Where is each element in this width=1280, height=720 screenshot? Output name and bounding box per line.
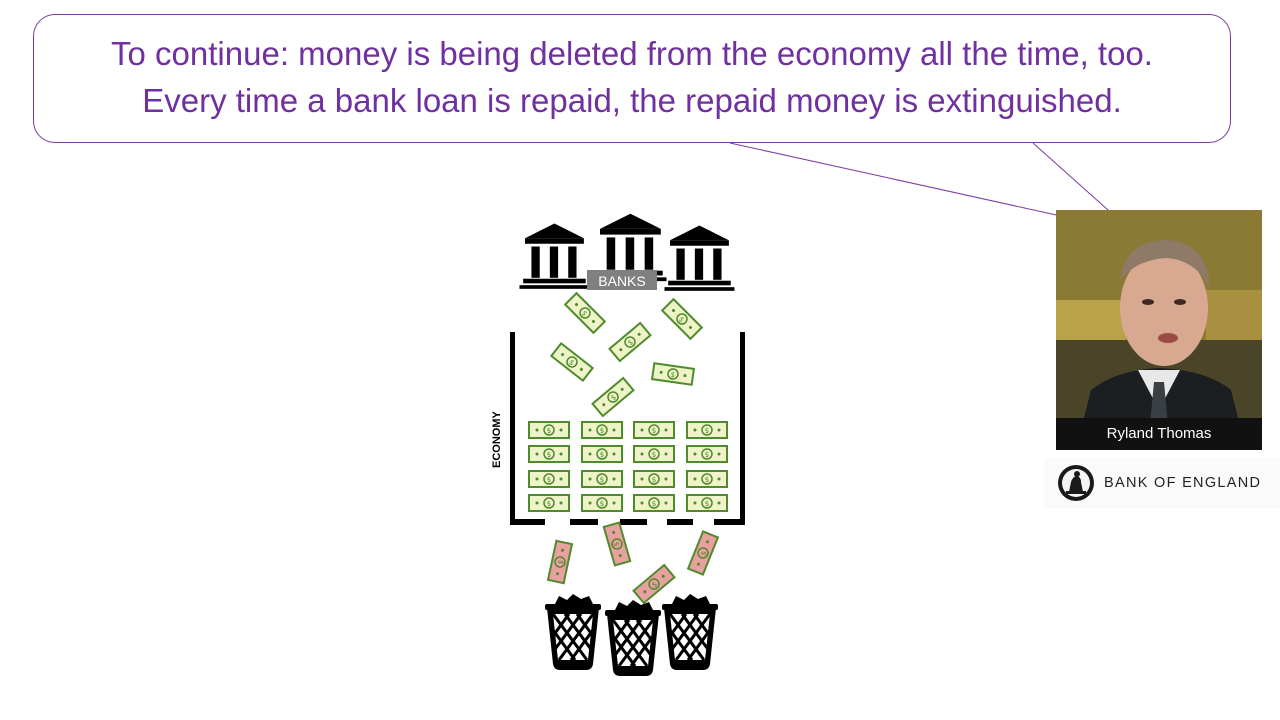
money-note — [651, 362, 695, 386]
economy-money-stack — [528, 421, 728, 512]
economy-label: ECONOMY — [491, 411, 503, 469]
presenter-name: Ryland Thomas — [1056, 418, 1262, 450]
bank-icon-right — [664, 225, 735, 291]
repaid-money-note — [602, 521, 632, 567]
presenter-portrait — [1056, 210, 1262, 450]
trash-bin-icon — [660, 592, 720, 672]
banks-label: BANKS — [598, 273, 645, 289]
britannia-emblem-icon — [1058, 465, 1094, 501]
speech-bubble: To continue: money is being deleted from… — [33, 14, 1231, 143]
money-note — [564, 292, 606, 334]
money-note — [550, 342, 594, 382]
presenter-video: Ryland Thomas — [1056, 210, 1262, 450]
bank-of-england-logo: BANK OF ENGLAND — [1044, 458, 1280, 508]
trash-bin-icon — [603, 598, 663, 678]
banks-label-bg — [587, 270, 657, 290]
repaid-money-note — [687, 530, 719, 576]
money-note — [608, 322, 652, 362]
bank-icon-left — [519, 223, 590, 289]
repaid-money-note — [547, 539, 573, 585]
money-note — [661, 298, 703, 340]
bank-of-england-wordmark: BANK OF ENGLAND — [1104, 475, 1262, 491]
repaid-money-note — [632, 564, 676, 604]
speech-line-2: Every time a bank loan is repaid, the re… — [142, 82, 1122, 119]
trash-bin-icon — [543, 592, 603, 672]
money-diagram: $ $ — [491, 213, 745, 678]
money-note — [591, 377, 635, 417]
economy-container — [510, 332, 745, 525]
speech-line-1: To continue: money is being deleted from… — [111, 35, 1153, 72]
